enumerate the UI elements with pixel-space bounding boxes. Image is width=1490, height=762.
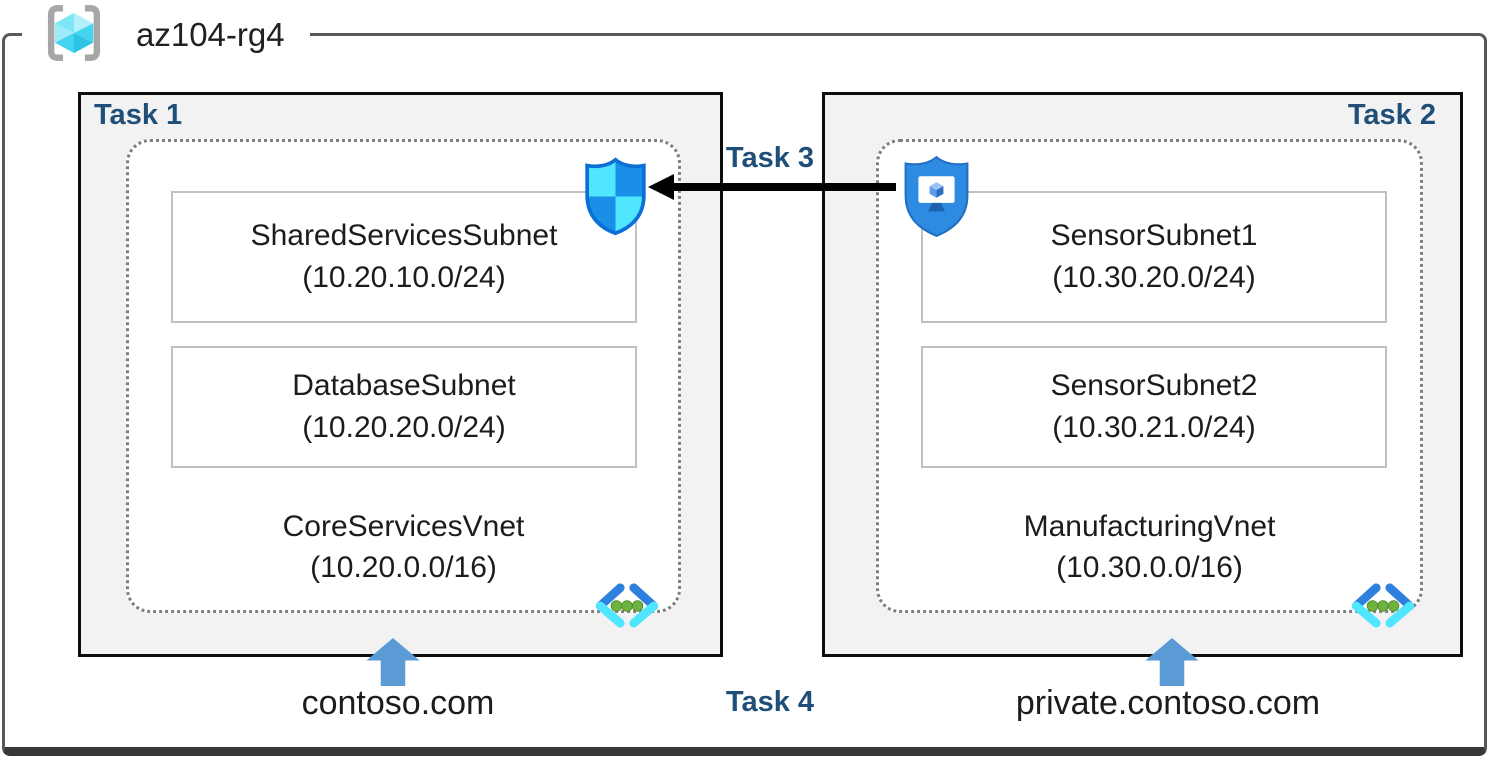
left-black-arrow-icon: [648, 174, 896, 200]
vnet-cidr: (10.30.0.0/16): [1056, 551, 1243, 584]
network-security-group-icon: [585, 157, 646, 236]
task2-label: Task 2: [1347, 99, 1436, 131]
subnet-name: SensorSubnet1: [1050, 219, 1258, 252]
vnet-name: CoreServicesVnet: [282, 510, 525, 543]
manufacturing-vnet-label: ManufacturingVnet (10.30.0.0/16): [879, 506, 1420, 588]
contoso-dns-label: contoso.com: [301, 684, 495, 722]
resource-group-icon: [47, 5, 101, 61]
subnet-cidr: (10.30.20.0/24): [1052, 261, 1256, 294]
task4-label: Task 4: [725, 686, 815, 718]
database-subnet-box: DatabaseSubnet (10.20.20.0/24): [171, 346, 637, 468]
subnet-cidr: (10.20.10.0/24): [302, 261, 506, 294]
vnet-cidr: (10.20.0.0/16): [310, 551, 497, 584]
sensor-subnet1-box: SensorSubnet1 (10.30.20.0/24): [921, 191, 1387, 323]
subnet-name: SensorSubnet2: [1050, 369, 1258, 402]
task1-label: Task 1: [94, 99, 183, 131]
bastion-host-icon: [904, 155, 969, 238]
subnet-name: SharedServicesSubnet: [250, 219, 558, 252]
subnet-cidr: (10.30.21.0/24): [1052, 411, 1256, 444]
core-services-vnet-boundary: SharedServicesSubnet (10.20.10.0/24) Dat…: [126, 139, 681, 628]
subnet-name: DatabaseSubnet: [292, 369, 516, 402]
up-arrow-icon: [366, 638, 420, 686]
shared-services-subnet-box: SharedServicesSubnet (10.20.10.0/24): [171, 191, 637, 323]
private-contoso-dns-label: private.contoso.com: [1015, 684, 1321, 722]
subnet-cidr: (10.20.20.0/24): [302, 411, 506, 444]
virtual-network-icon: [1351, 583, 1415, 628]
manufacturing-vnet-boundary: SensorSubnet1 (10.30.20.0/24) SensorSubn…: [876, 139, 1423, 628]
vnet-name: ManufacturingVnet: [1023, 510, 1276, 543]
resource-group-name: az104-rg4: [136, 16, 285, 53]
sensor-subnet2-box: SensorSubnet2 (10.30.21.0/24): [921, 346, 1387, 468]
core-services-vnet-label: CoreServicesVnet (10.20.0.0/16): [129, 506, 678, 588]
virtual-network-icon: [595, 583, 659, 628]
resource-group-frame: [2, 33, 1487, 756]
task3-label: Task 3: [725, 142, 815, 174]
up-arrow-icon: [1145, 638, 1199, 686]
